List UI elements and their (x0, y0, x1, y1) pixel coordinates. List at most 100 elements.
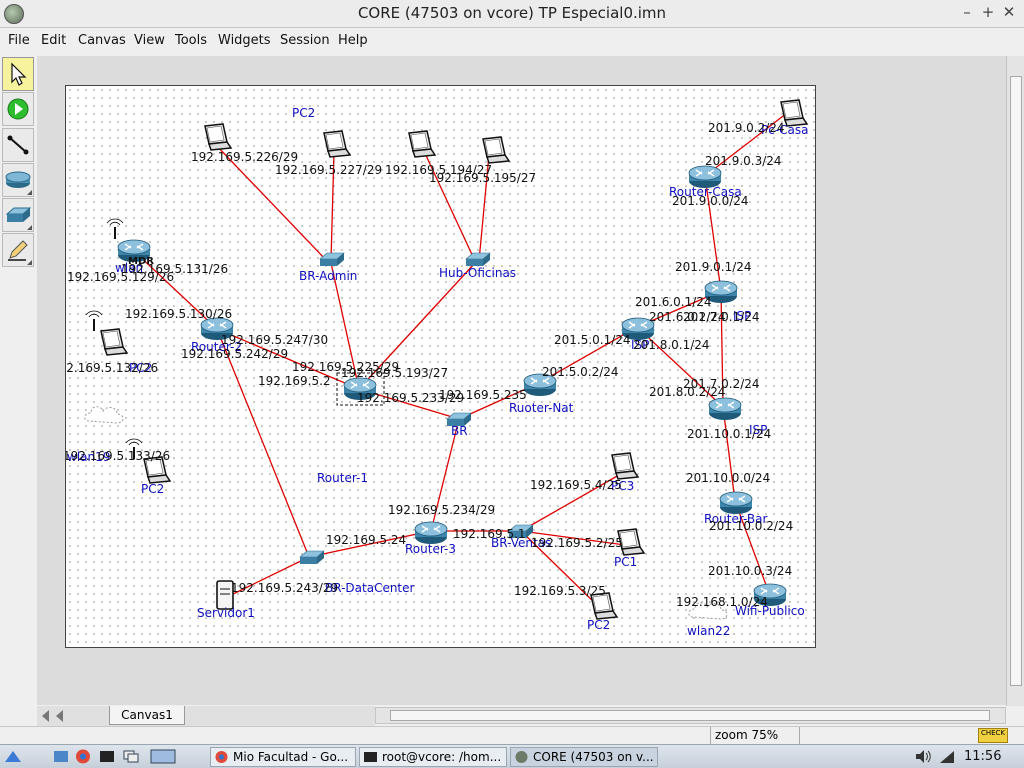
ip-address-label: 192.169.5.2 (258, 374, 331, 388)
ip-address-label: 201.9.0.2/24 (708, 121, 785, 135)
ip-address-label: 192.169.5.243/29 (231, 581, 338, 595)
node-label: wlan22 (687, 624, 730, 638)
start-session-button[interactable] (2, 92, 34, 126)
node-label: PC2 (587, 618, 610, 632)
terminal-icon (364, 752, 377, 762)
clock: 11:56 (964, 749, 1002, 764)
vertical-scrollbar[interactable] (1006, 56, 1024, 706)
tab-canvas1[interactable]: Canvas1 (109, 706, 185, 725)
ip-address-label: 192.169.5.133/26 (66, 449, 170, 463)
menu-view[interactable]: View (134, 33, 165, 48)
node-label: wlan19 (67, 450, 110, 464)
ip-address-label: 201.7.0.1/24 (683, 310, 760, 324)
ip-address-label: 192.169.5.226/29 (191, 150, 298, 164)
wlan-cloud[interactable] (84, 406, 124, 424)
task-label: Mio Facultad - Go... (233, 750, 349, 764)
zoom-level: zoom 75% (710, 727, 800, 745)
ip-address-label: 201.9.0.3/24 (705, 154, 782, 168)
node-label: BR-Ventas (491, 536, 551, 550)
ip-address-label: 192.169.5.242/29 (181, 347, 288, 361)
canvas-tab-strip: Canvas1 (37, 706, 375, 726)
node-label: Router-1 (317, 471, 368, 485)
expand-arrow-icon (27, 190, 32, 195)
node-label: PC3 (611, 479, 634, 493)
horizontal-scrollbar[interactable] (375, 707, 1006, 724)
terminal-icon[interactable] (98, 748, 116, 765)
laptop-node[interactable] (323, 130, 351, 158)
ip-address-label: 192.169.5.130/26 (125, 307, 232, 321)
status-badge[interactable]: CHECK (978, 728, 1008, 743)
node-label: PC1 (614, 555, 637, 569)
maximize-button[interactable]: + (981, 3, 995, 21)
menu-widgets[interactable]: Widgets (218, 33, 271, 48)
router-node[interactable] (708, 397, 742, 421)
windows-switcher-icon[interactable] (122, 748, 140, 765)
server-node[interactable] (216, 580, 234, 610)
node-label: BR-Admin (299, 269, 357, 283)
menu-file[interactable]: File (8, 33, 30, 48)
menu-session[interactable]: Session (280, 33, 330, 48)
menu-edit[interactable]: Edit (41, 33, 67, 48)
router-node[interactable] (414, 521, 448, 545)
ip-address-label: 192.169.5.131/26 (121, 262, 228, 276)
menu-help[interactable]: Help (338, 33, 368, 48)
laptop-node[interactable] (482, 136, 510, 164)
minimize-button[interactable]: – (963, 3, 971, 21)
task-core[interactable]: CORE (47503 on v... (510, 747, 658, 767)
hub-node[interactable] (465, 252, 491, 267)
node-label: Router-3 (405, 542, 456, 556)
switch-tool-button[interactable] (2, 198, 34, 232)
ip-address-label: 192.168.1.0/24 (676, 595, 768, 609)
node-label: Servidor1 (197, 606, 255, 620)
ip-address-label: 192.169.5.1 (453, 527, 526, 541)
router-tool-button[interactable] (2, 163, 34, 197)
ip-address-label: 192.169.5.194/27 (385, 163, 492, 177)
node-label: ISP (631, 338, 649, 352)
link-tool-button[interactable] (2, 128, 34, 162)
router-node[interactable] (719, 491, 753, 515)
pencil-icon (8, 240, 28, 261)
laptop-node[interactable] (204, 123, 232, 151)
laptop-node[interactable] (408, 130, 436, 158)
horizontal-scroll-thumb[interactable] (390, 710, 990, 721)
file-manager-icon[interactable] (52, 748, 70, 765)
vertical-scroll-thumb[interactable] (1010, 76, 1022, 686)
browser-icon[interactable] (74, 748, 92, 765)
ip-address-label: 192.169.5.233/29 (357, 391, 464, 405)
node-label: BR-DataCenter (325, 581, 415, 595)
annotation-tool-button[interactable] (2, 233, 34, 267)
window-title: CORE (47503 on vcore) TP Especial0.imn (357, 4, 667, 22)
task-terminal[interactable]: root@vcore: /hom... (359, 747, 507, 767)
taskbar: Mio Facultad - Go... root@vcore: /hom...… (0, 744, 1024, 768)
select-tool-button[interactable] (2, 57, 34, 91)
node-label: PC2 (141, 482, 164, 496)
ip-address-label: 192.169.5.247/30 (221, 333, 328, 347)
ip-address-label: 201.10.0.2/24 (709, 519, 793, 533)
menu-tools[interactable]: Tools (175, 33, 208, 48)
menu-canvas[interactable]: Canvas (78, 33, 126, 48)
start-menu-icon[interactable] (4, 748, 22, 765)
desktop-preview-icon[interactable] (150, 748, 176, 765)
ip-address-label: 201.10.0.1/24 (687, 427, 771, 441)
node-label: PC2 (292, 106, 315, 120)
topology-canvas[interactable]: PC2 BR-Admin Hub-Oficinas Router-Casa Pc… (65, 85, 816, 648)
switch-node[interactable] (299, 550, 325, 565)
tab-scroll-arrows-icon[interactable] (39, 707, 73, 725)
ip-address-label: 201.5.0.2/24 (542, 365, 619, 379)
node-label: Pc-Casa (761, 123, 809, 137)
switch-node[interactable] (319, 252, 345, 267)
laptop-node[interactable] (100, 328, 128, 356)
core-app-icon[interactable] (4, 4, 24, 24)
task-browser[interactable]: Mio Facultad - Go... (210, 747, 356, 767)
expand-arrow-icon (27, 225, 32, 230)
volume-icon[interactable] (914, 748, 932, 765)
laptop-node[interactable] (611, 452, 639, 480)
antenna-icon (85, 310, 103, 332)
ip-address-label: 201.10.0.3/24 (708, 564, 792, 578)
network-icon[interactable] (938, 748, 956, 765)
ip-address-label: 192.169.5.193/27 (341, 366, 448, 380)
node-label: Router-Casa (669, 185, 742, 199)
ip-address-label: 201.6.0.2/24 (649, 310, 726, 324)
node-label: ISP (749, 423, 767, 437)
close-button[interactable]: ✕ (1002, 3, 1016, 21)
